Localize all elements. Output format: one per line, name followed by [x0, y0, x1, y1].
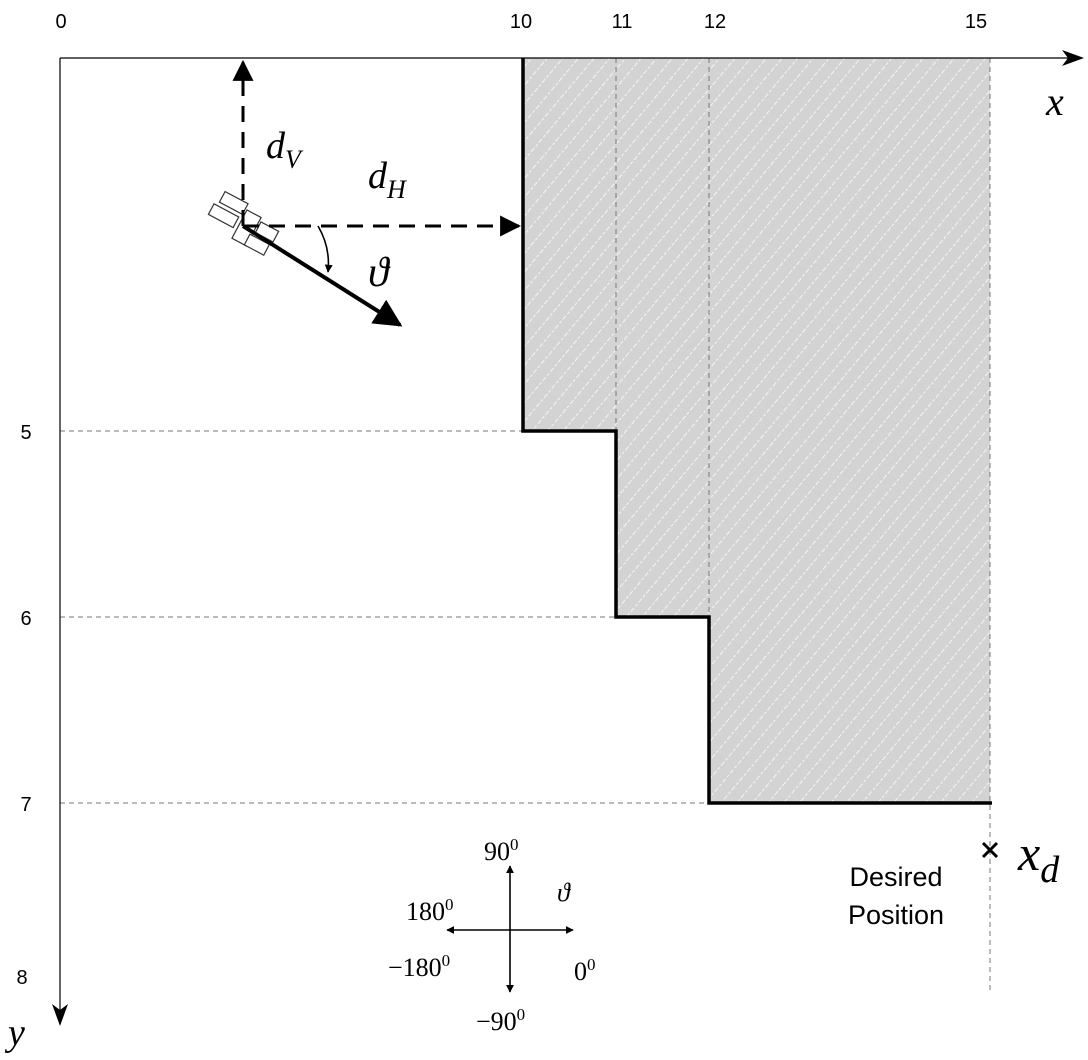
x-tick-11: 11: [612, 11, 633, 33]
horizontal-distance-label: dH: [368, 155, 407, 204]
y-tick-labels: 5 6 7 8: [16, 422, 31, 989]
desired-position-label-line2: Position: [848, 900, 944, 930]
y-tick-5: 5: [20, 422, 31, 444]
heading-angle-arc: [317, 225, 333, 273]
desired-position-marker-icon: [981, 841, 999, 859]
y-axis-arrow-icon: [52, 1004, 68, 1026]
obstacle-boundary: [521, 58, 992, 805]
compass-angle-symbol: ϑ: [557, 878, 571, 907]
heading-arrow: [241, 224, 403, 327]
y-axis-label: y: [4, 1012, 25, 1054]
angle-compass: 900 1800 −1800 00 −900 ϑ: [388, 835, 596, 1036]
x-axis-label: x: [1045, 79, 1064, 124]
x-tick-0: 0: [55, 11, 66, 33]
grid-lines: [60, 58, 991, 990]
compass-east-label: 00: [574, 955, 596, 986]
compass-south-label: −900: [476, 1005, 525, 1036]
y-tick-7: 7: [20, 794, 31, 816]
vertical-distance-label: dV: [266, 125, 304, 174]
x-axis-arrow-icon: [1062, 50, 1084, 66]
y-tick-8: 8: [16, 967, 27, 989]
x-tick-12: 12: [704, 11, 726, 33]
desired-position-symbol: xd: [1017, 825, 1060, 891]
x-tick-15: 15: [965, 11, 987, 33]
x-tick-10: 10: [510, 11, 532, 33]
compass-west-label: 1800: [406, 895, 454, 926]
compass-north-label: 900: [484, 835, 519, 866]
x-tick-labels: 0 10 11 12 15: [55, 11, 987, 33]
heading-angle-label: ϑ: [368, 250, 391, 296]
desired-position-label-line1: Desired: [849, 862, 942, 892]
compass-west-negative-label: −1800: [388, 951, 450, 982]
axes: [52, 50, 1084, 1026]
y-tick-6: 6: [20, 608, 31, 630]
